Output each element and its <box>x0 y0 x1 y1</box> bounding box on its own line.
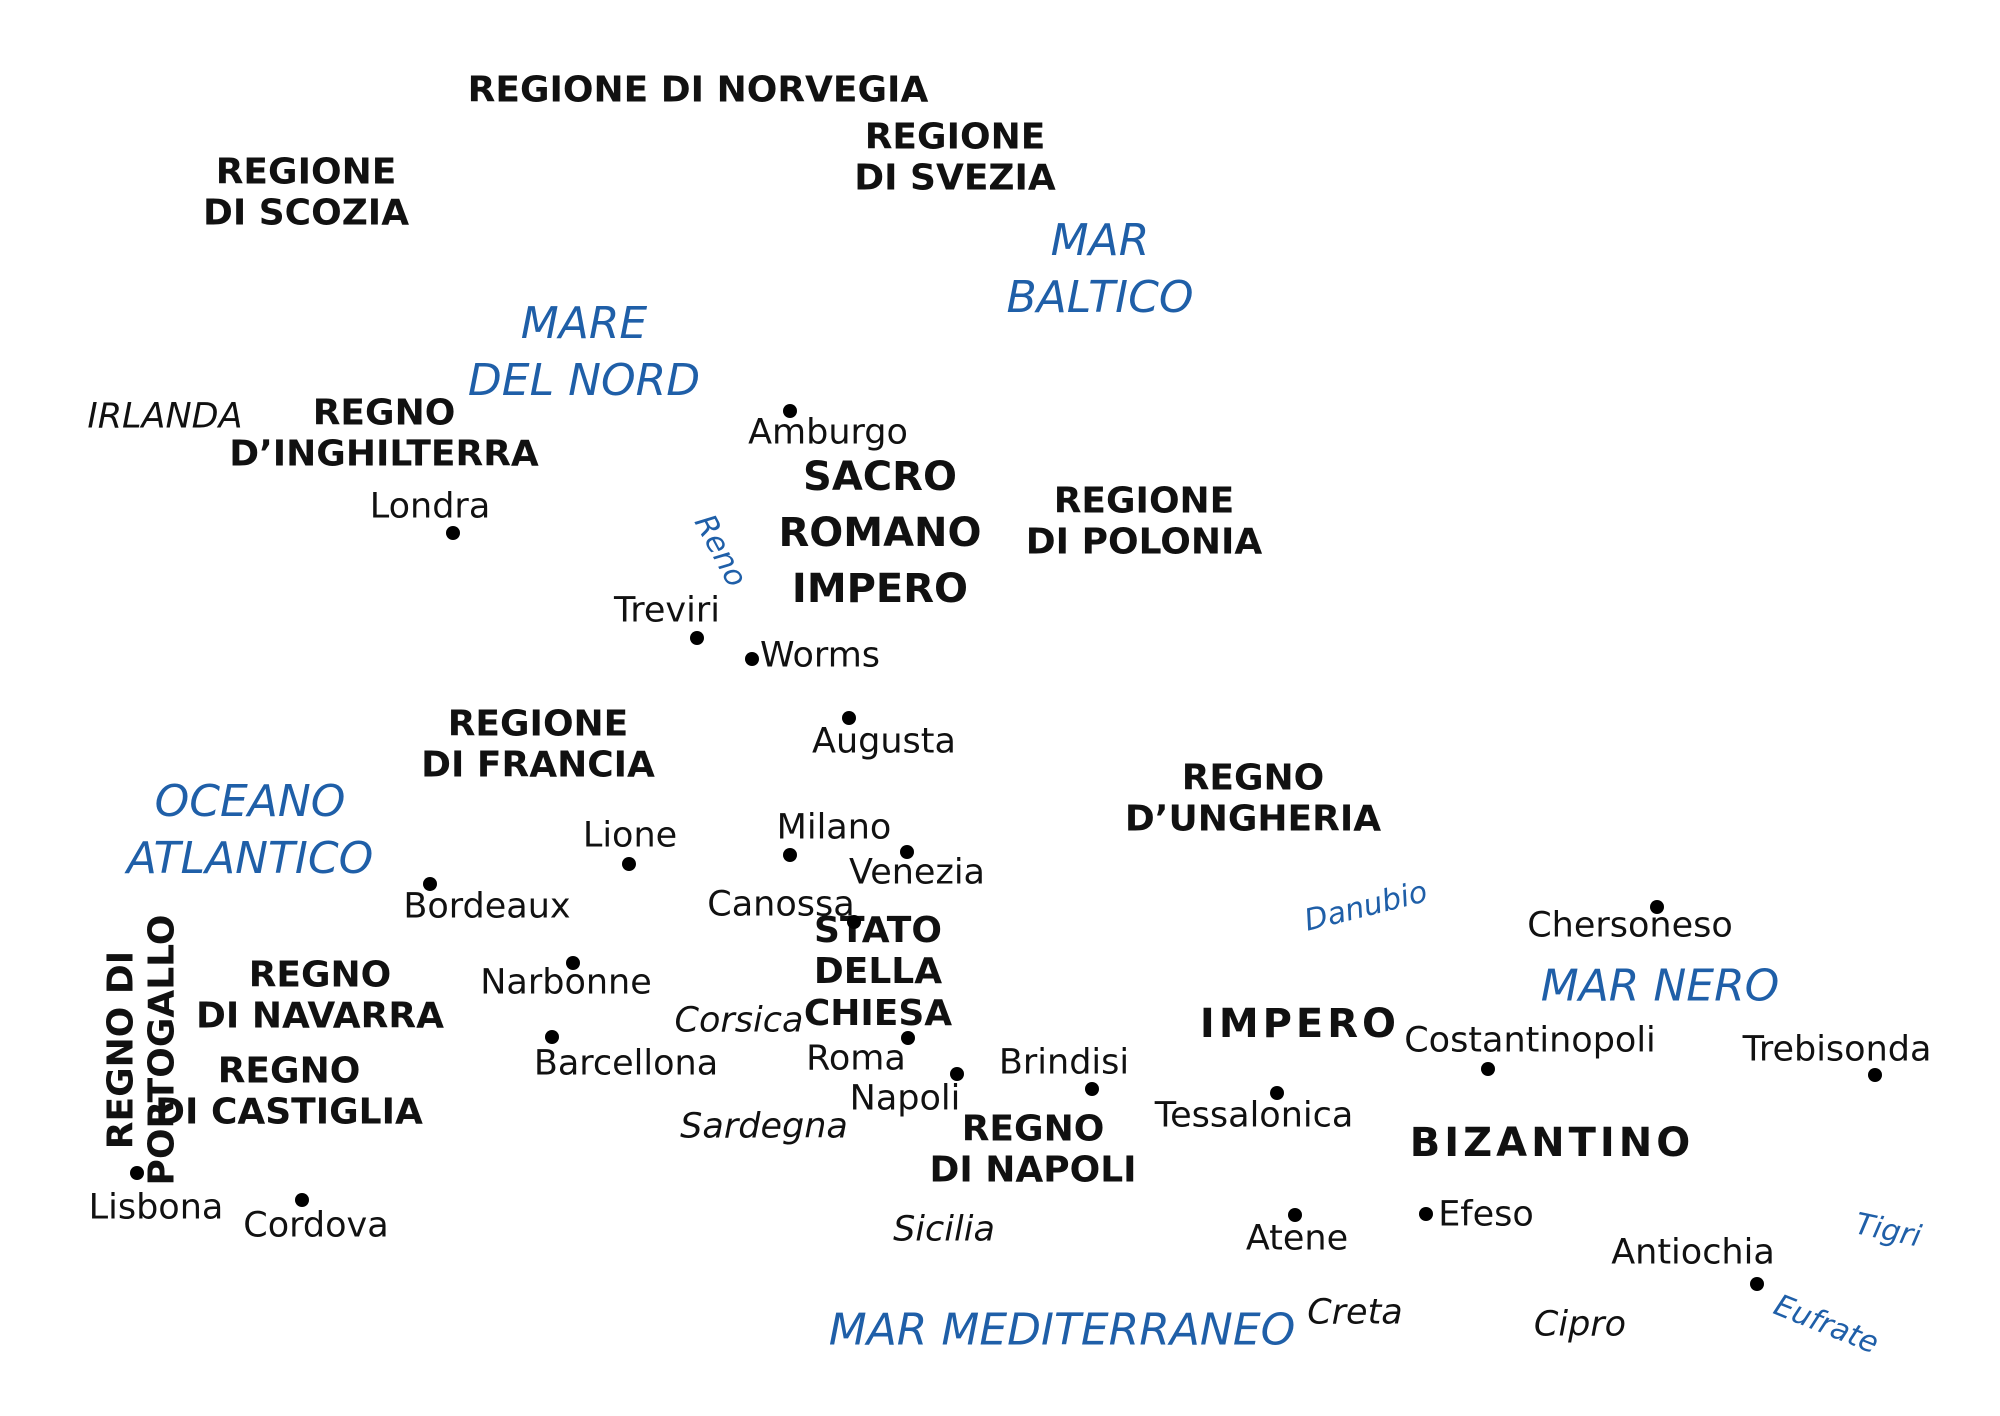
city-marker-atene <box>1288 1208 1302 1222</box>
city-label-milano: Milano <box>776 807 892 848</box>
city-label-roma: Roma <box>806 1038 906 1079</box>
island-creta: Creta <box>1307 1292 1403 1333</box>
city-label-lisbona: Lisbona <box>88 1187 224 1228</box>
river-danubio: Danubio <box>1300 874 1431 939</box>
city-label-bordeaux: Bordeaux <box>403 886 571 927</box>
city-marker-napoli <box>950 1067 964 1081</box>
city-label-canossa: Canossa <box>707 884 855 925</box>
city-marker-amburgo <box>783 404 797 418</box>
city-label-brindisi: Brindisi <box>998 1042 1130 1083</box>
island-irlanda: IRLANDA <box>87 396 243 437</box>
city-label-barcellona: Barcellona <box>533 1043 719 1084</box>
city-label-londra: Londra <box>369 486 491 527</box>
city-marker-roma <box>901 1031 915 1045</box>
city-marker-venezia <box>900 845 914 859</box>
city-marker-lione <box>622 857 636 871</box>
city-marker-trebisonda <box>1868 1068 1882 1082</box>
city-label-efeso: Efeso <box>1438 1194 1534 1235</box>
city-marker-milano <box>783 848 797 862</box>
city-label-tessalonica: Tessalonica <box>1154 1095 1354 1136</box>
river-tigri: Tigri <box>1852 1206 1925 1255</box>
city-marker-canossa <box>847 915 861 929</box>
sea-mar-mediterraneo: MAR MEDITERRANEO <box>828 1304 1296 1356</box>
region-norvegia: REGIONE DI NORVEGIA <box>467 69 929 111</box>
region-impero: IMPERO <box>1199 1001 1401 1047</box>
city-marker-cordova <box>295 1193 309 1207</box>
city-label-antiochia: Antiochia <box>1611 1232 1775 1273</box>
city-label-costantinopoli: Costantinopoli <box>1404 1020 1656 1061</box>
city-marker-chersoneso <box>1650 900 1664 914</box>
region-bizantino: BIZANTINO <box>1409 1120 1695 1166</box>
city-marker-antiochia <box>1750 1277 1764 1291</box>
city-marker-efeso <box>1419 1207 1433 1221</box>
city-marker-barcellona <box>545 1030 559 1044</box>
city-marker-treviri <box>690 631 704 645</box>
city-marker-bordeaux <box>423 877 437 891</box>
city-label-amburgo: Amburgo <box>748 412 908 453</box>
river-reno: Reno <box>686 508 754 593</box>
city-label-narbonne: Narbonne <box>480 962 652 1003</box>
city-marker-narbonne <box>566 956 580 970</box>
city-label-worms: Worms <box>759 635 881 676</box>
city-label-cordova: Cordova <box>243 1205 389 1246</box>
island-sardegna: Sardegna <box>680 1106 848 1147</box>
city-marker-lisbona <box>130 1166 144 1180</box>
city-label-lione: Lione <box>582 815 678 856</box>
city-marker-worms <box>745 652 759 666</box>
island-sicilia: Sicilia <box>893 1209 995 1250</box>
city-label-napoli: Napoli <box>849 1078 961 1119</box>
city-marker-brindisi <box>1085 1082 1099 1096</box>
city-marker-londra <box>446 526 460 540</box>
city-marker-costantinopoli <box>1481 1062 1495 1076</box>
city-marker-augusta <box>842 711 856 725</box>
city-label-venezia: Venezia <box>848 852 986 893</box>
city-label-augusta: Augusta <box>812 721 956 762</box>
city-label-atene: Atene <box>1245 1218 1349 1259</box>
city-label-treviri: Treviri <box>614 590 720 631</box>
river-eufrate: Eufrate <box>1768 1287 1884 1362</box>
city-marker-tessalonica <box>1270 1086 1284 1100</box>
city-label-trebisonda: Trebisonda <box>1742 1029 1932 1070</box>
island-corsica: Corsica <box>674 1000 804 1041</box>
sea-mar-nero: MAR NERO <box>1540 960 1780 1012</box>
island-cipro: Cipro <box>1533 1304 1627 1345</box>
city-label-chersoneso: Chersoneso <box>1527 905 1733 946</box>
